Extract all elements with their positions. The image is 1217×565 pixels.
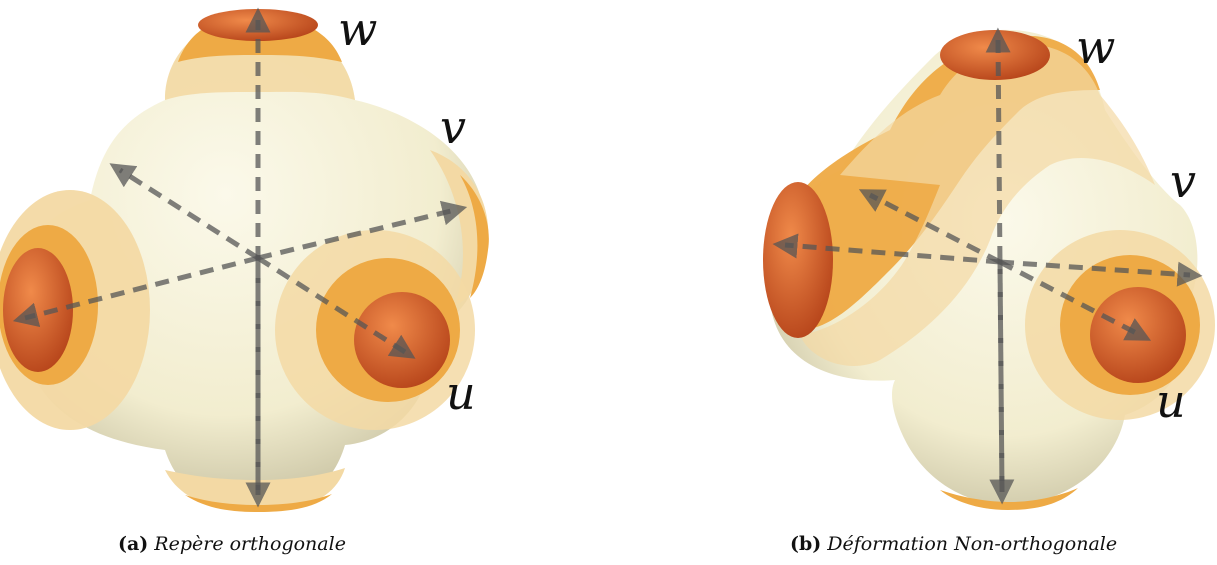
- neg-u-axis-arrow: [109, 163, 260, 261]
- caption-a: (a)Repère orthogonale: [118, 533, 346, 555]
- non-orthogonal-deformation-surface: [763, 27, 1215, 510]
- w-axis-arrow: [985, 27, 1011, 491]
- axis-label-v: v: [1170, 154, 1196, 208]
- frame-arrows: [12, 7, 468, 508]
- neg-v-axis-arrow: [12, 255, 259, 327]
- v-axis-arrow: [257, 200, 468, 261]
- caption-b-label: (b): [790, 533, 822, 555]
- orthogonal-frame-surface: [0, 7, 489, 512]
- u-axis-arrow: [998, 259, 1152, 341]
- v-axis-arrow: [999, 259, 1203, 287]
- neg-v-axis-arrow: [772, 233, 1001, 265]
- frame-arrows: [772, 27, 1203, 505]
- axis-label-w: w: [338, 2, 378, 56]
- axis-label-w: w: [1076, 20, 1116, 74]
- caption-b-text: Déformation Non-orthogonale: [827, 533, 1118, 555]
- axis-label-u: u: [1156, 374, 1186, 428]
- panel-non-orthogonal: w v u (b)Déformation Non-orthogonale: [740, 0, 1217, 565]
- u-axis-arrow: [256, 255, 416, 359]
- panel-orthogonal: w v u (a)Repère orthogonale: [0, 0, 600, 565]
- caption-a-text: Repère orthogonale: [154, 533, 346, 555]
- axis-label-v: v: [440, 100, 466, 154]
- neg-w-axis-arrow: [989, 259, 1015, 505]
- neg-u-axis-arrow: [858, 189, 1002, 265]
- caption-b: (b)Déformation Non-orthogonale: [790, 533, 1117, 555]
- caption-a-label: (a): [118, 533, 149, 555]
- axis-label-u: u: [446, 366, 476, 420]
